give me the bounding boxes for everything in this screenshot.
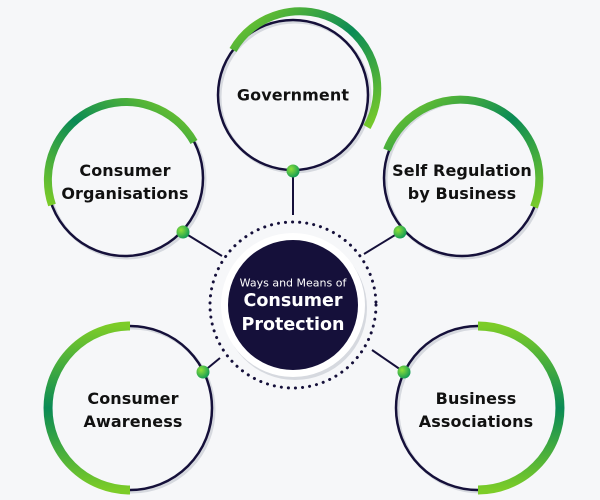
node-consumer-awareness-label: Consumer Awareness [84,387,183,433]
center-subtitle: Ways and Means of [239,276,347,290]
center-title-line2: Protection [241,315,345,335]
node-label-line2: Associations [418,412,534,431]
node-label-line2: by Business [407,184,517,203]
connector-dot-icon [397,365,411,379]
node-label-line2: Awareness [83,412,183,431]
connector-dot-icon [196,365,210,379]
node-consumer-organisations-label: Consumer Organisations [61,159,188,205]
connector-self-regulation [363,231,401,255]
node-business-associations-label: Business Associations [419,387,533,433]
node-government-ring [216,7,382,178]
node-label-line1: Consumer [79,161,171,180]
center-title-line1: Consumer [243,291,343,311]
connector-consumer-organisations [182,231,223,257]
node-label-line1: Self Regulation [392,161,532,180]
node-label-line2: Organisations [61,184,189,203]
node-self-regulation-label: Self Regulation by Business [392,159,532,205]
dotted-ring [208,220,378,390]
node-consumer-organisations-ring [43,98,207,260]
node-government-label: Government [237,84,349,107]
node-business-associations-ring [394,321,565,495]
node-self-regulation-ring [382,95,544,260]
node-label-line1: Government [236,85,350,105]
node-consumer-awareness-ring [43,321,216,495]
center-disc [228,240,358,370]
connector-dot-icon [176,225,190,239]
node-label-line1: Consumer [87,389,179,408]
node-label-line1: Business [435,389,517,408]
center-hub [208,220,378,390]
connector-dot-icon [286,164,300,178]
connector-dot-icon [393,225,407,239]
center-title: Consumer Protection [242,289,345,337]
